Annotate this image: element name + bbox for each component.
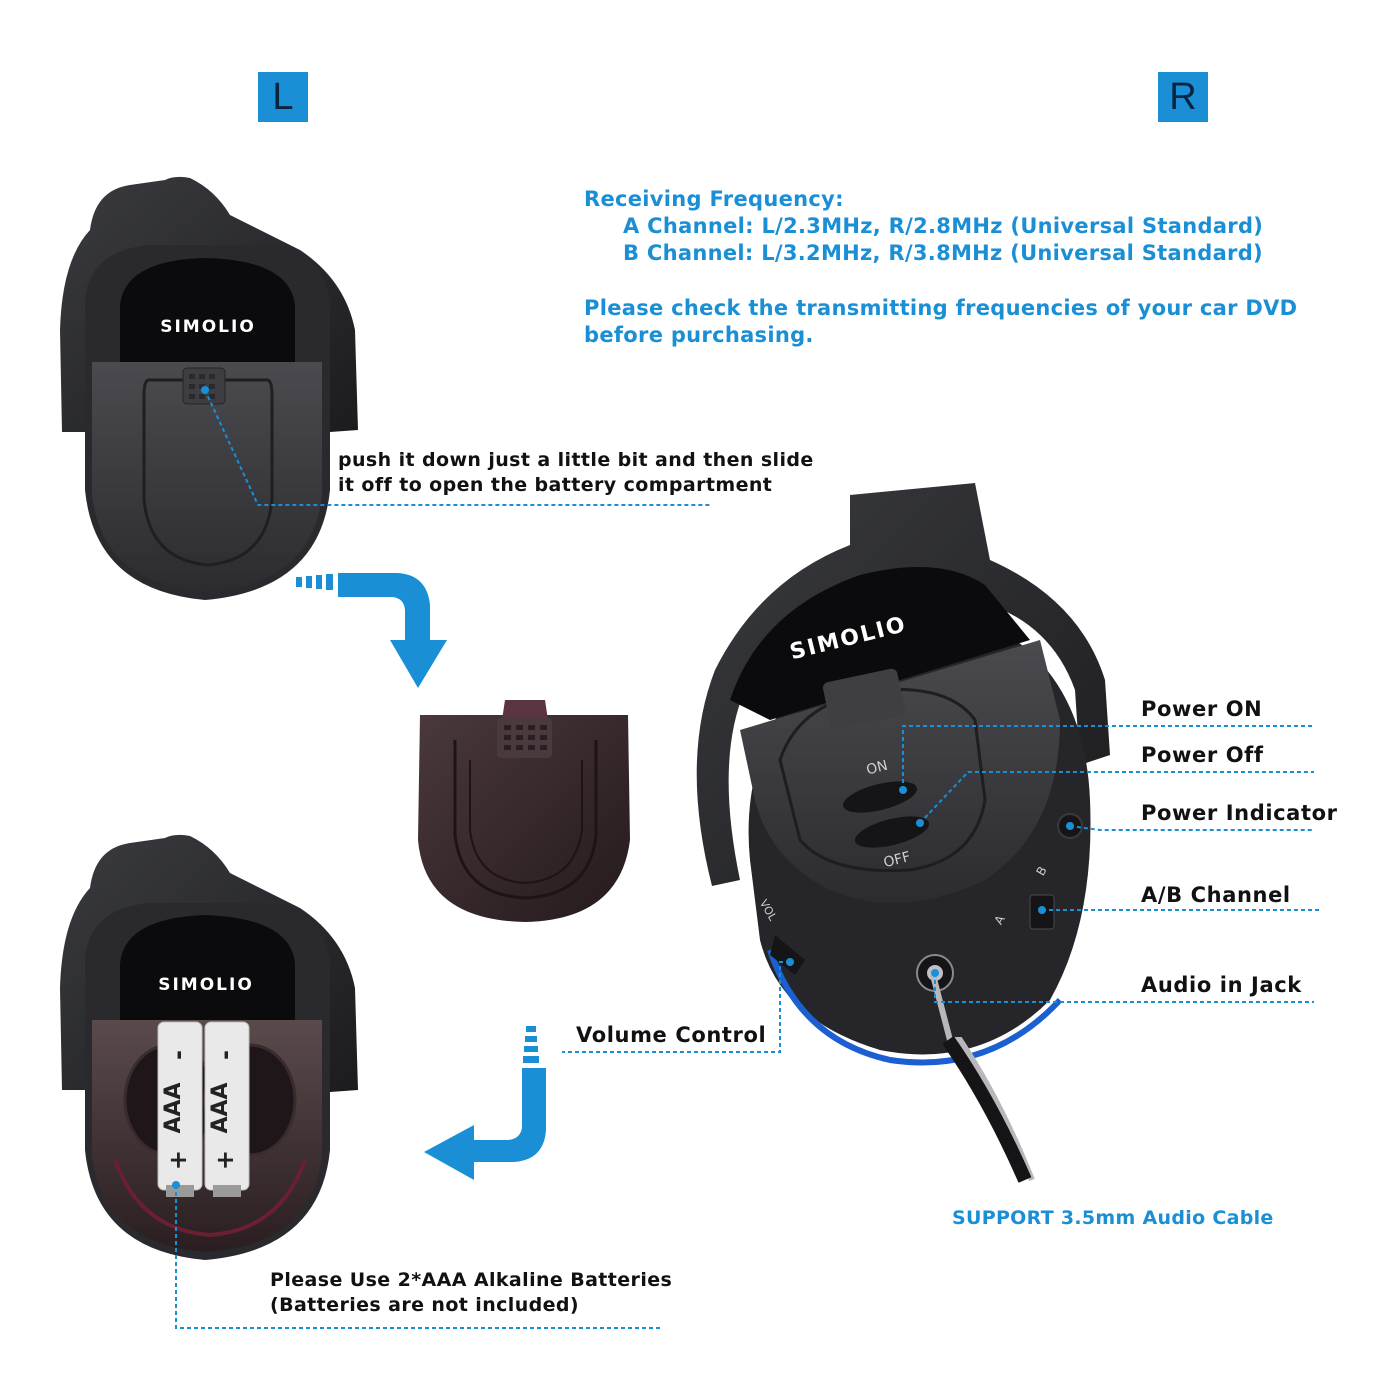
callout-power-off: Power Off <box>1141 743 1264 767</box>
a-channel-frequency: A Channel: L/2.3MHz, R/2.8MHz (Universal… <box>623 214 1264 238</box>
battery-note: Please Use 2*AAA Alkaline Batteries (Bat… <box>270 1268 672 1318</box>
right-earcup: SIMOLIO ON OFF A B VOL <box>696 483 1110 1183</box>
instruction-line1: push it down just a little bit and then … <box>338 449 814 471</box>
battery-plus-2: + <box>211 1150 239 1170</box>
switch-off-label: OFF <box>882 849 912 871</box>
battery-cover <box>418 700 630 922</box>
frequency-heading: Receiving Frequency: <box>584 187 844 211</box>
battery-cover-instruction: push it down just a little bit and then … <box>338 448 814 498</box>
callout-audio-in-jack: Audio in Jack <box>1141 973 1302 997</box>
instruction-line2: it off to open the battery compartment <box>338 474 773 496</box>
battery-plus-1: + <box>164 1150 192 1170</box>
callout-power-indicator: Power Indicator <box>1141 801 1338 825</box>
arrow-down-icon <box>296 573 447 688</box>
frequency-info: Receiving Frequency: A Channel: L/2.3MHz… <box>584 186 1364 349</box>
brand-logo-left-top: SIMOLIO <box>160 317 256 337</box>
battery-note-line2: (Batteries are not included) <box>270 1294 580 1316</box>
callout-line-batteries <box>172 1181 662 1329</box>
frequency-note-line2: before purchasing. <box>584 323 814 347</box>
switch-on-label: ON <box>865 758 890 779</box>
left-earcup-open: SIMOLIO AAA AAA + + - - <box>60 834 358 1260</box>
battery-minus-2: - <box>211 1050 239 1060</box>
arrow-left-icon <box>424 1026 546 1180</box>
callout-line-latch <box>201 386 710 506</box>
brand-logo-left-bottom: SIMOLIO <box>158 975 254 995</box>
audio-cable-note: SUPPORT 3.5mm Audio Cable <box>952 1207 1274 1229</box>
b-channel-frequency: B Channel: L/3.2MHz, R/3.8MHz (Universal… <box>623 241 1263 265</box>
callout-ab-channel: A/B Channel <box>1141 883 1291 907</box>
frequency-note-line1: Please check the transmitting frequencie… <box>584 296 1298 320</box>
battery-note-line1: Please Use 2*AAA Alkaline Batteries <box>270 1269 673 1291</box>
right-side-badge: R <box>1158 72 1208 122</box>
callout-power-on: Power ON <box>1141 697 1263 721</box>
battery-label-2: AAA <box>208 1082 233 1133</box>
left-side-badge: L <box>258 72 308 122</box>
battery-label-1: AAA <box>161 1082 186 1133</box>
callout-volume-control: Volume Control <box>576 1023 767 1047</box>
battery-minus-1: - <box>164 1050 192 1060</box>
callout-lines-right <box>562 725 1320 1053</box>
left-earcup-closed: SIMOLIO <box>60 176 358 600</box>
